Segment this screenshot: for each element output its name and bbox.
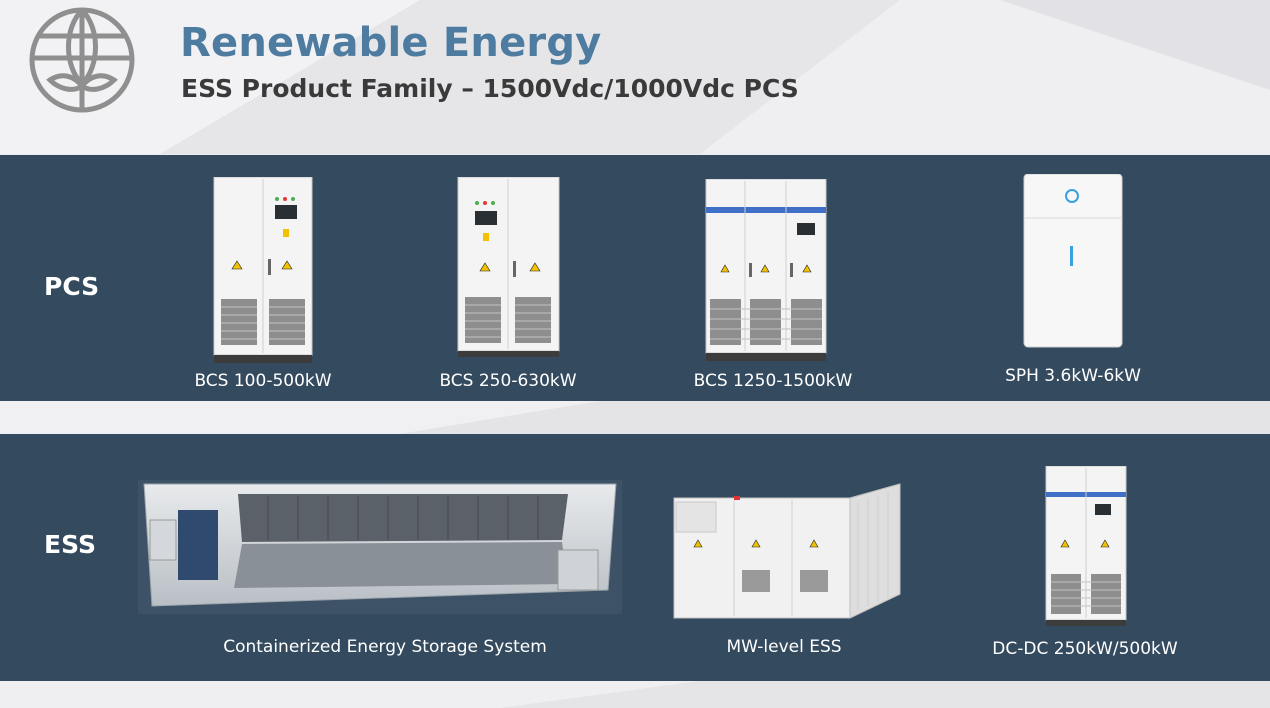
dcdc-cabinet-icon	[1045, 466, 1127, 626]
product-caption: SPH 3.6kW-6kW	[1005, 366, 1141, 386]
inverter-cabinet-icon	[213, 177, 313, 363]
product-caption: BCS 100-500kW	[194, 371, 332, 391]
container-cutaway-icon	[138, 480, 622, 614]
wall-inverter-icon	[1023, 174, 1123, 348]
product-caption: BCS 1250-1500kW	[693, 371, 853, 391]
product-caption: DC-DC 250kW/500kW	[992, 639, 1178, 659]
product-caption: MW-level ESS	[726, 637, 842, 657]
page-title: Renewable Energy	[180, 20, 602, 66]
globe-leaf-icon	[28, 6, 136, 114]
inverter-cabinet-icon	[457, 177, 560, 357]
pcs-row-label: PCS	[44, 272, 100, 301]
page-subtitle: ESS Product Family – 1500Vdc/1000Vdc PCS	[181, 74, 799, 103]
triple-cabinet-icon	[705, 179, 827, 361]
pcs-band: PCS BCS 100-500kW	[0, 155, 1270, 401]
ess-band: ESS Containerized Energy Storage System	[0, 434, 1270, 681]
product-caption: Containerized Energy Storage System	[223, 637, 547, 657]
mw-container-icon	[672, 482, 902, 620]
product-caption: BCS 250-630kW	[439, 371, 577, 391]
ess-row-label: ESS	[44, 530, 96, 559]
slide-header: Renewable Energy ESS Product Family – 15…	[0, 0, 1270, 154]
